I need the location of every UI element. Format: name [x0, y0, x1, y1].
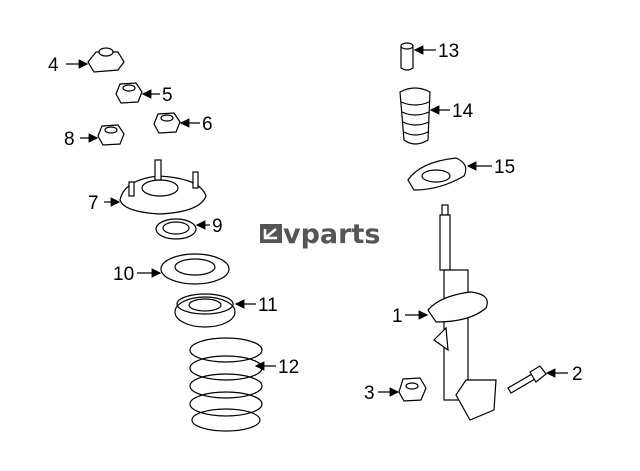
part-2-bolt[interactable] [507, 365, 547, 394]
part-13-bump-stop[interactable] [400, 42, 414, 71]
part-7-strut-mount[interactable] [119, 159, 207, 215]
callout-14: 14 [429, 101, 474, 122]
svg-text:4: 4 [48, 55, 59, 76]
logo-text: vparts [283, 219, 380, 250]
part-6-nut[interactable] [153, 112, 181, 134]
svg-text:9: 9 [212, 216, 223, 237]
callout-6: 6 [179, 114, 213, 135]
callout-13: 13 [413, 41, 459, 62]
callout-8: 8 [64, 129, 99, 150]
callout-10: 10 [113, 264, 162, 285]
svg-text:8: 8 [64, 129, 75, 150]
svg-text:3: 3 [364, 383, 375, 404]
callout-15: 15 [466, 157, 515, 178]
part-14-dust-boot[interactable] [399, 87, 431, 145]
svg-text:11: 11 [258, 295, 278, 316]
part-11-insulator[interactable] [174, 293, 236, 328]
callout-11: 11 [234, 295, 278, 316]
part-9-bearing[interactable] [155, 218, 197, 240]
svg-text:6: 6 [202, 114, 213, 135]
part-4-bracket[interactable] [87, 47, 125, 73]
svg-text:5: 5 [162, 85, 173, 106]
svg-text:14: 14 [452, 101, 474, 122]
callout-12: 12 [254, 357, 299, 378]
part-12-coil-spring[interactable] [189, 337, 263, 432]
callout-3: 3 [364, 383, 400, 404]
svg-text:1: 1 [392, 306, 403, 327]
svg-text:12: 12 [278, 357, 299, 378]
part-3-nut[interactable] [398, 377, 427, 402]
callout-5: 5 [141, 85, 173, 106]
part-8-nut[interactable] [97, 124, 125, 146]
svg-text:10: 10 [113, 264, 134, 285]
part-15-upper-seat[interactable] [407, 157, 467, 191]
svg-text:13: 13 [438, 41, 459, 62]
callout-2: 2 [545, 364, 583, 385]
callout-7: 7 [88, 193, 121, 214]
svg-text:7: 7 [88, 193, 99, 214]
part-5-nut[interactable] [115, 82, 143, 104]
lvparts-logo: vparts [260, 219, 380, 250]
svg-text:15: 15 [494, 157, 515, 178]
callout-4: 4 [48, 55, 89, 76]
callout-9: 9 [195, 216, 223, 237]
callout-1: 1 [392, 306, 429, 327]
part-1-strut[interactable] [427, 204, 497, 421]
svg-text:2: 2 [572, 364, 583, 385]
part-10-spring-seat[interactable] [160, 253, 230, 285]
